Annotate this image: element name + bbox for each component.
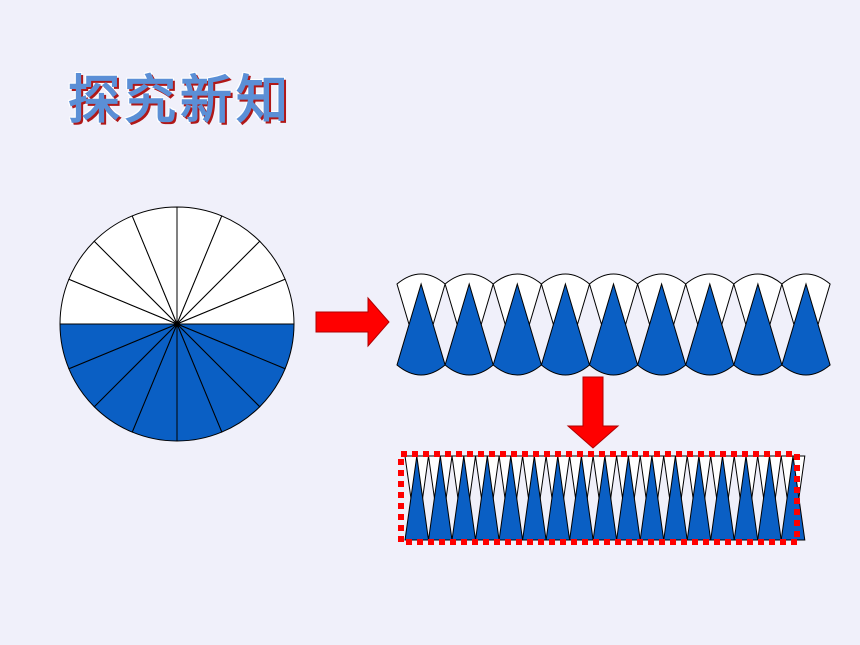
fine-piece-blue	[569, 455, 594, 541]
arrow-down-shape	[566, 376, 620, 449]
fine-piece-blue	[686, 455, 712, 541]
arrow-right	[315, 296, 390, 348]
slide-title: 探究新知	[68, 70, 293, 131]
arrow-right-shape	[315, 296, 390, 348]
fine-piece-blue	[545, 455, 571, 541]
strip-piece-blue	[781, 282, 831, 376]
rearranged-strip	[396, 273, 831, 376]
dotted-frame	[398, 451, 800, 545]
fine-piece-blue	[710, 455, 735, 541]
fine-piece-blue	[404, 455, 430, 541]
divided-circle	[59, 206, 295, 442]
fine-piece-blue	[522, 455, 547, 541]
circle-sector	[176, 278, 295, 325]
arrow-down	[566, 376, 620, 449]
fine-piece-blue	[733, 455, 759, 541]
fine-rearranged-strip	[404, 455, 806, 541]
